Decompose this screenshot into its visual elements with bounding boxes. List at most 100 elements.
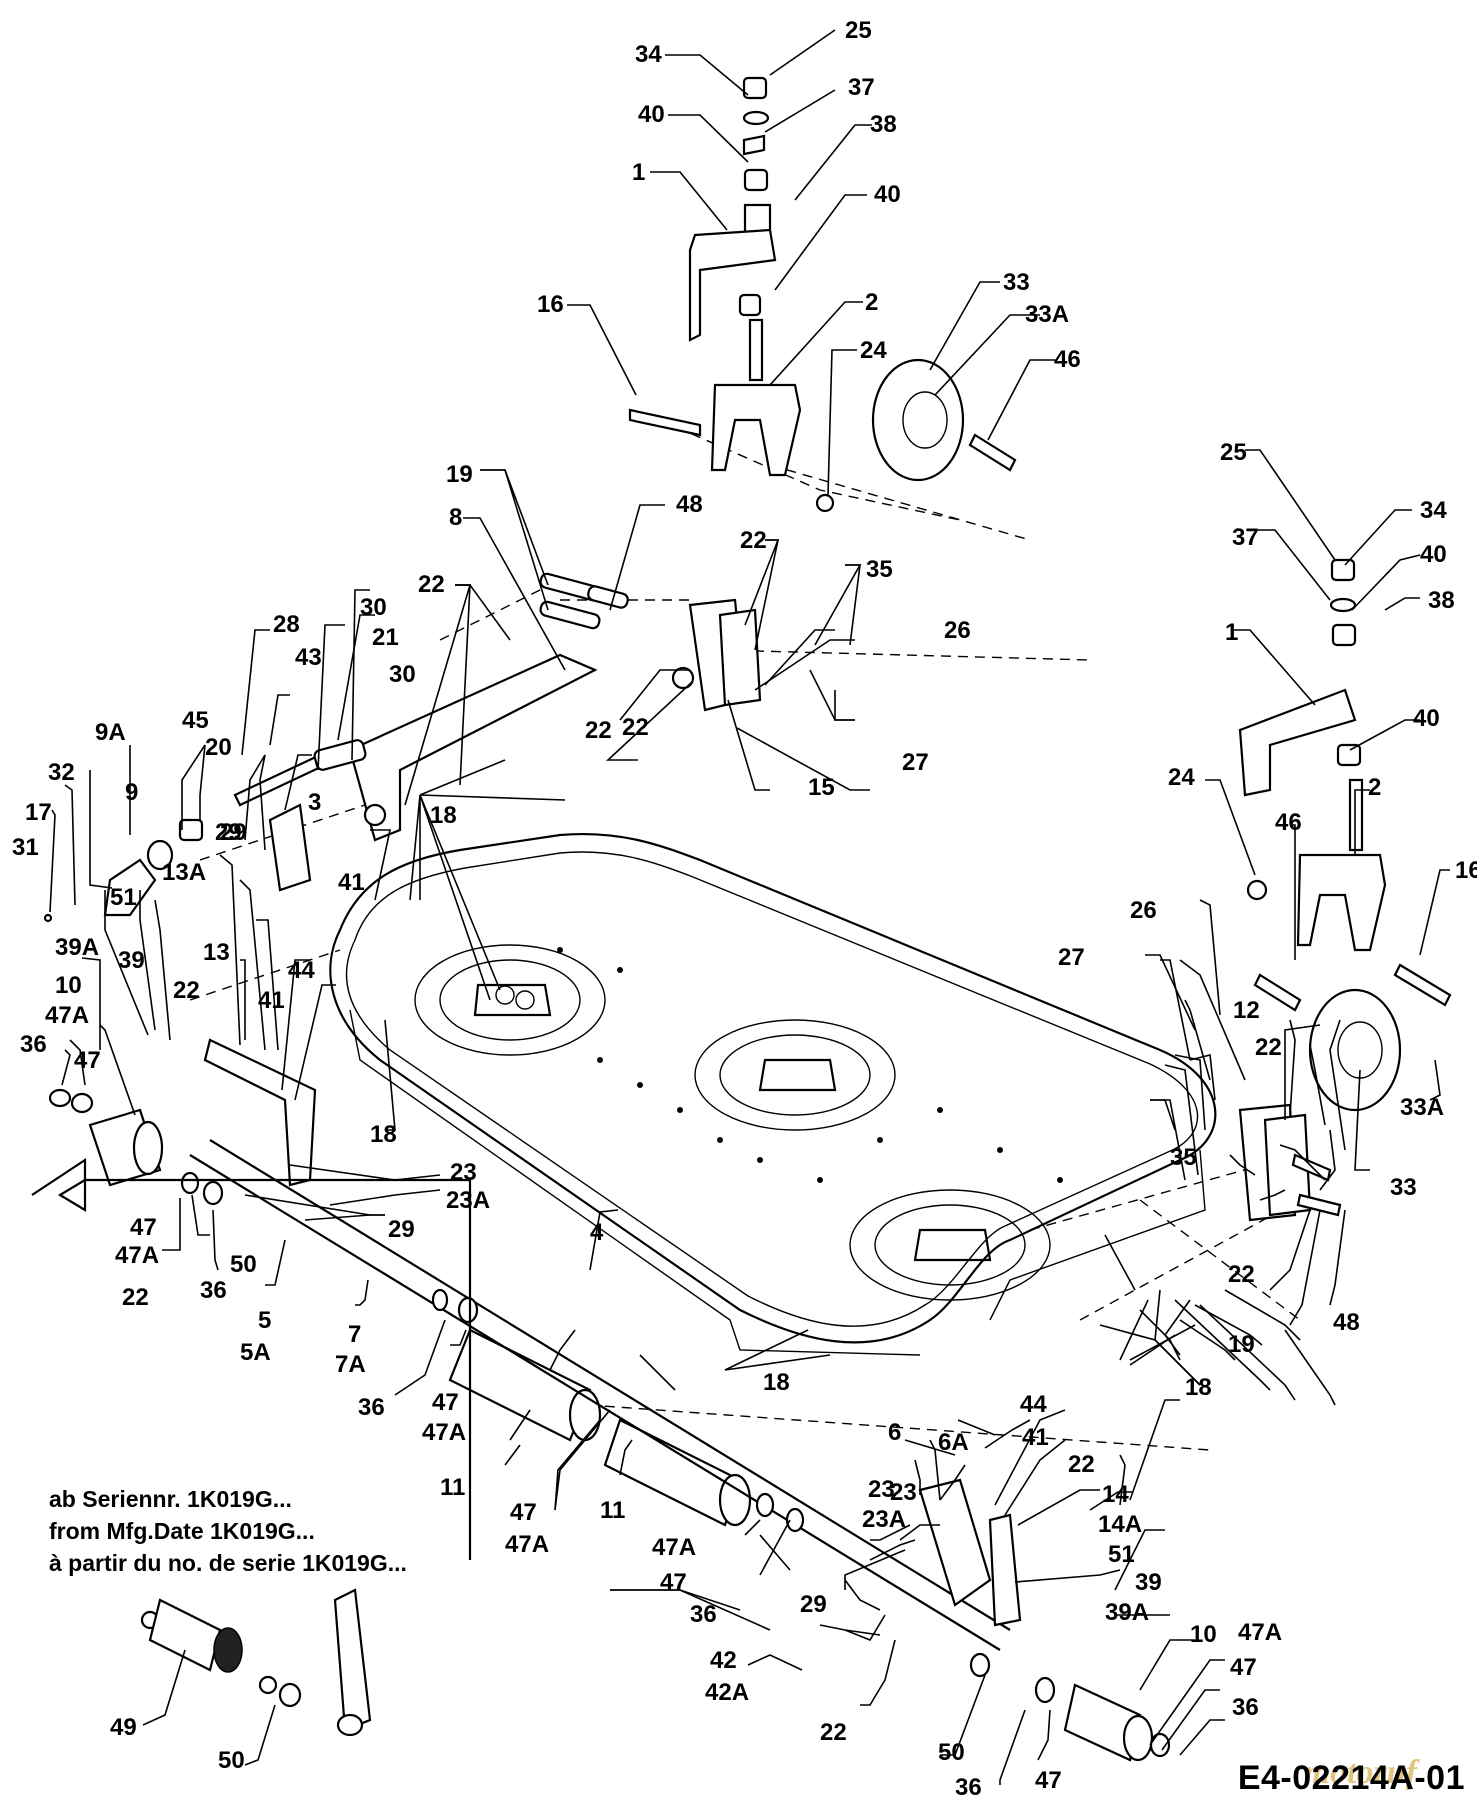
callout-22-b: 22 [418, 571, 445, 598]
callout-47-g: 47 [1035, 1767, 1062, 1794]
callout-22-c: 22 [622, 714, 649, 741]
callout-2-b: 2 [1368, 774, 1381, 801]
callout-39: 39 [1135, 1569, 1162, 1596]
note-line-de: ab Seriennr. 1K019G... [49, 1486, 292, 1512]
callout-8: 8 [449, 504, 462, 531]
callout-47-e: 47 [660, 1569, 687, 1596]
callout-1-b: 1 [1225, 619, 1238, 646]
callout-41-c: 41 [1022, 1424, 1049, 1451]
callout-1: 1 [632, 159, 645, 186]
callout-47-b: 47 [130, 1214, 157, 1241]
callout-24-b: 24 [1168, 764, 1195, 791]
callout-27: 27 [902, 749, 929, 776]
callout-3: 3 [308, 789, 321, 816]
watermark: motoruf [1303, 1754, 1417, 1791]
callout-23-c: 23 [890, 1479, 917, 1506]
spindle-left [414, 944, 606, 1056]
callout-47A-b: 47A [115, 1242, 159, 1269]
callout-29-b: 29 [388, 1216, 415, 1243]
callout-36-e: 36 [1232, 1694, 1259, 1721]
callout-38-b: 38 [1428, 587, 1455, 614]
callout-labels: 25 34 37 40 38 1 40 33 2 33A 16 24 46 19… [12, 17, 1477, 1800]
callout-39A-b: 39A [1105, 1599, 1149, 1626]
leader-lines [49, 29, 1450, 1785]
callout-10-b: 10 [1190, 1621, 1217, 1648]
callout-21: 21 [372, 624, 399, 651]
callout-36-c: 36 [358, 1394, 385, 1421]
callout-26-b: 26 [1130, 897, 1157, 924]
callout-27-b: 27 [1058, 944, 1085, 971]
callout-47A-d: 47A [505, 1531, 549, 1558]
front-caster-right [1238, 558, 1452, 1112]
callout-35: 35 [866, 556, 893, 583]
callout-18-d: 18 [763, 1369, 790, 1396]
callout-31: 31 [12, 834, 39, 861]
callout-22-f: 22 [1255, 1034, 1282, 1061]
callout-4: 4 [590, 1219, 604, 1246]
callout-24: 24 [860, 337, 887, 364]
callout-30-b: 30 [389, 661, 416, 688]
callout-14A: 14A [1098, 1511, 1142, 1538]
callout-36-b: 36 [200, 1277, 227, 1304]
inset-note: ab Seriennr. 1K019G... from Mfg.Date 1K0… [35, 1480, 475, 1790]
note-line-fr: à partir du no. de serie 1K019G... [49, 1550, 407, 1576]
callout-16-b: 16 [1455, 857, 1477, 884]
callout-5: 5 [258, 1307, 271, 1334]
callout-39A-a: 39A [55, 934, 99, 961]
callout-6A: 6A [938, 1429, 969, 1456]
callout-51-b: 51 [1108, 1541, 1135, 1568]
callout-22-j: 22 [585, 717, 612, 744]
callout-35-b: 35 [1170, 1144, 1197, 1171]
callout-22-i: 22 [820, 1719, 847, 1746]
hanger-bracket-right-top [671, 598, 762, 712]
callout-33A-b: 33A [1400, 1094, 1444, 1121]
mower-deck [329, 832, 1217, 1356]
callout-28: 28 [273, 611, 300, 638]
callout-13: 13 [203, 939, 230, 966]
callout-34: 34 [635, 41, 662, 68]
callout-47-d: 47 [510, 1499, 537, 1526]
callout-18-a: 18 [430, 802, 457, 829]
callout-12: 12 [1233, 997, 1260, 1024]
spindle-center [694, 1019, 896, 1131]
callout-23A-b: 23A [862, 1506, 906, 1533]
callout-45: 45 [182, 707, 209, 734]
callout-39-a: 39 [118, 947, 145, 974]
callout-32: 32 [48, 759, 75, 786]
callout-23-a: 23 [450, 1159, 477, 1186]
callout-47A-e: 47A [652, 1534, 696, 1561]
callout-26: 26 [944, 617, 971, 644]
spindle-right [849, 1189, 1051, 1301]
callout-19: 19 [446, 461, 473, 488]
callout-50-a: 50 [230, 1251, 257, 1278]
callout-10-a: 10 [55, 972, 82, 999]
callout-36-f: 36 [955, 1774, 982, 1800]
callout-14: 14 [1102, 1481, 1129, 1508]
callout-9A: 9A [95, 719, 126, 746]
callout-22-d: 22 [173, 977, 200, 1004]
callout-33-b: 33 [1390, 1174, 1417, 1201]
callout-16: 16 [537, 291, 564, 318]
callout-7: 7 [348, 1321, 361, 1348]
callout-18-c: 18 [1185, 1374, 1212, 1401]
front-caster-top [628, 76, 1017, 513]
callout-19-b: 19 [1228, 1331, 1255, 1358]
callout-40-c: 40 [1420, 541, 1447, 568]
hanger-bracket-left [348, 572, 629, 842]
left-anti-scalp [43, 739, 367, 923]
callout-47-f: 47 [1230, 1654, 1257, 1681]
rollers [48, 1038, 1171, 1762]
callout-2: 2 [865, 289, 878, 316]
callout-42A: 42A [705, 1679, 749, 1706]
callout-29-a: 29 [220, 819, 247, 846]
callout-5A: 5A [240, 1339, 271, 1366]
callout-43: 43 [295, 644, 322, 671]
callout-25: 25 [845, 17, 872, 44]
inset-roller [31, 1157, 472, 1737]
callout-11-b: 11 [600, 1497, 625, 1524]
callout-50-b: 50 [938, 1739, 965, 1766]
callout-20: 20 [205, 734, 232, 761]
callout-29-d: 29 [215, 819, 242, 846]
callout-48: 48 [676, 491, 703, 518]
note-line-en: from Mfg.Date 1K019G... [49, 1518, 315, 1544]
